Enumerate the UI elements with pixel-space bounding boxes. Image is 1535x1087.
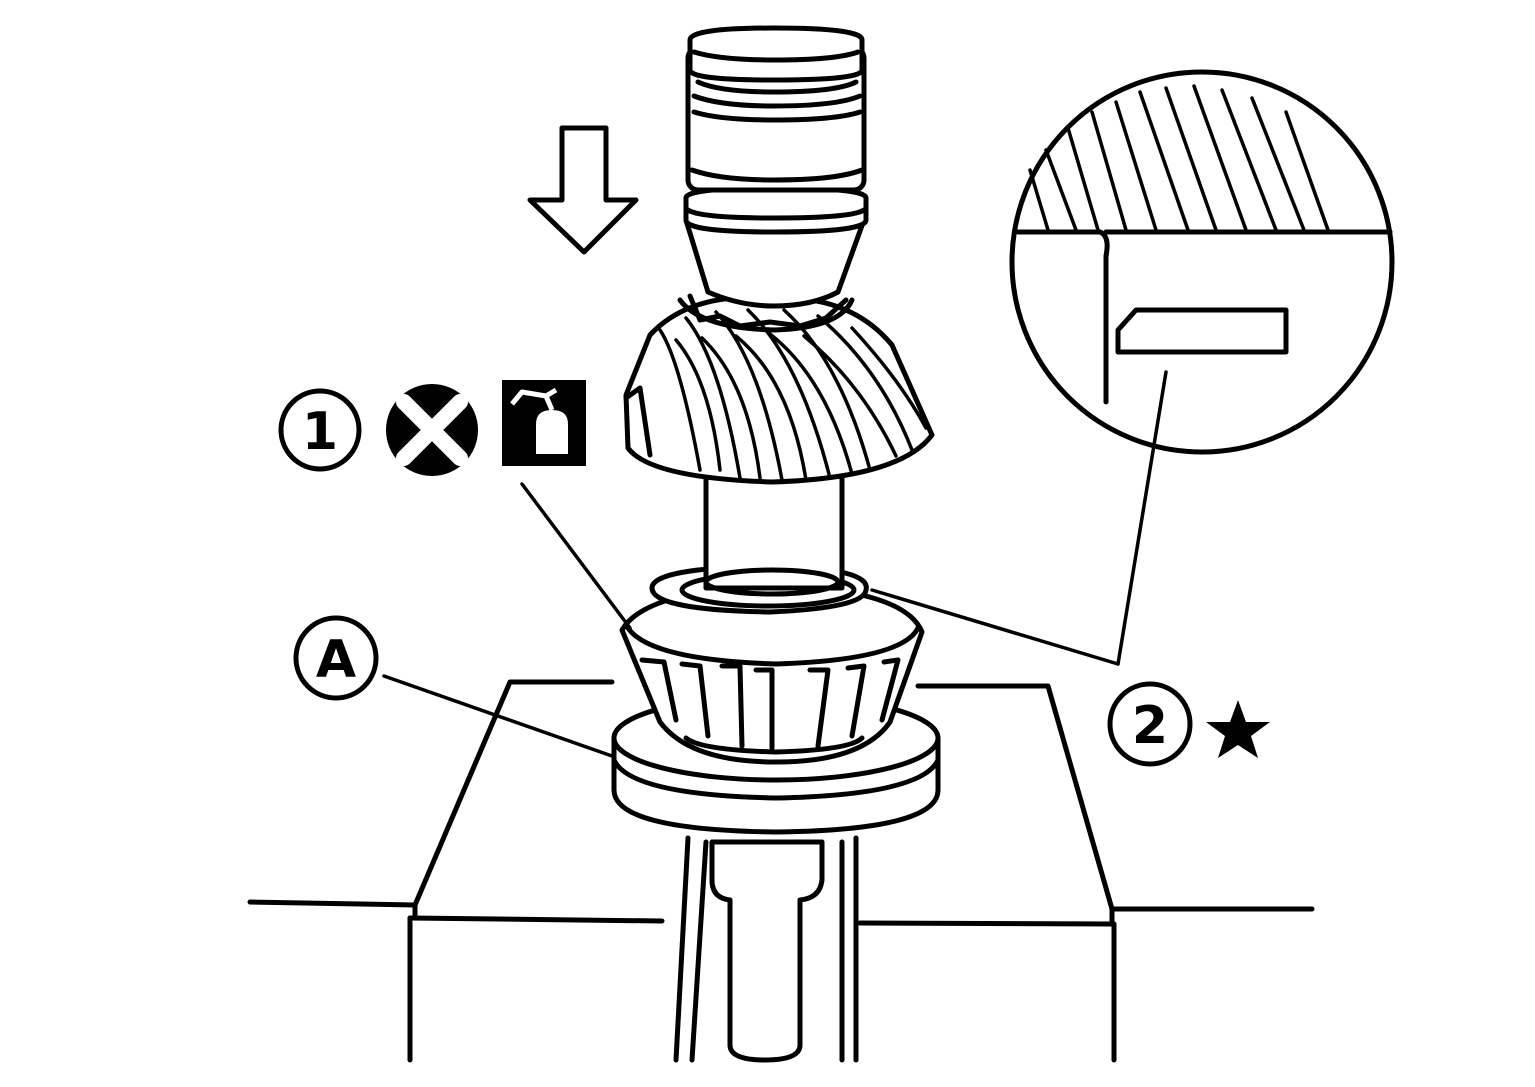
callout-a-letter: A (316, 630, 356, 690)
roller-bearing (619, 563, 925, 765)
callout-2-number: 2 (1132, 696, 1168, 756)
oil-can-icon (502, 380, 586, 466)
cross-in-circle-icon (386, 384, 478, 476)
callout-a: A (293, 615, 379, 701)
down-arrow-icon (527, 125, 639, 255)
press-stand (247, 679, 1315, 1063)
callout-1: 1 (278, 388, 362, 472)
detail-magnifier (1009, 69, 1395, 455)
callout-2: 2 (1107, 681, 1193, 767)
leader-lines (382, 370, 1168, 758)
callout-1-number: 1 (302, 402, 338, 462)
drive-pinion (623, 25, 935, 597)
star-icon (1206, 700, 1270, 758)
